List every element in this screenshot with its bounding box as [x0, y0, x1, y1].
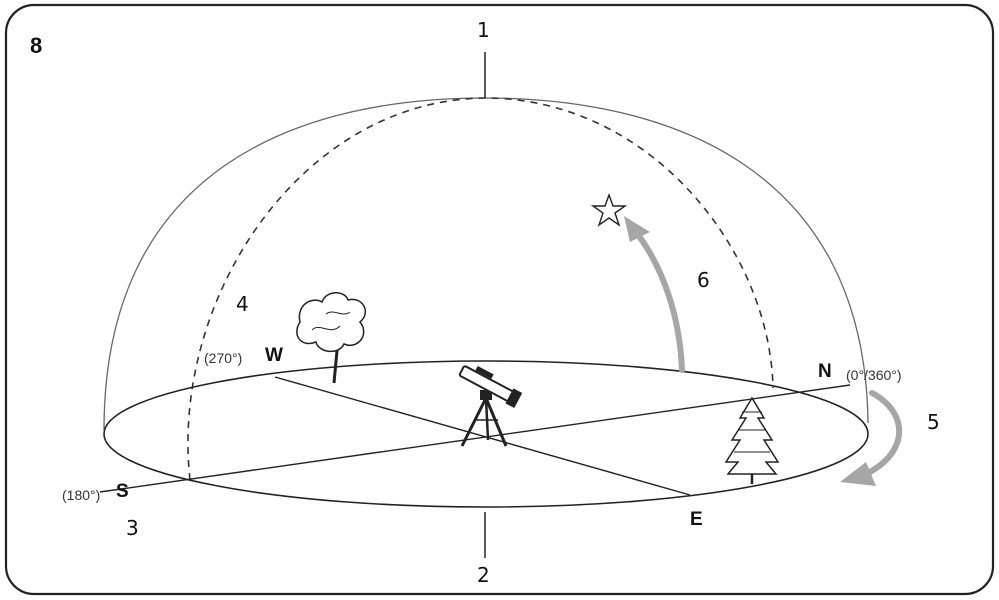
- west-degrees: (270°): [204, 350, 242, 366]
- callout-6-altitude: 6: [697, 268, 710, 292]
- azimuth-arrowhead: [840, 462, 876, 486]
- figure-frame: [6, 5, 993, 594]
- north-degrees: (0°/360°): [846, 367, 902, 383]
- east-label: E: [690, 509, 703, 531]
- star-icon: [593, 195, 625, 225]
- callout-4-meridian: 4: [236, 292, 249, 316]
- meridian-dashed-arc: [188, 98, 773, 480]
- pine-tree-icon: [726, 398, 778, 484]
- south-label: S: [116, 481, 129, 503]
- figure-number: 8: [30, 33, 42, 59]
- altitude-arrowhead: [624, 216, 650, 242]
- south-degrees: (180°): [62, 487, 100, 503]
- callout-1-zenith: 1: [477, 18, 490, 42]
- callout-5-azimuth: 5: [927, 410, 940, 434]
- west-label: W: [265, 345, 283, 367]
- altitude-arrow: [636, 232, 682, 370]
- north-label: N: [818, 361, 832, 383]
- azimuth-arrow: [870, 393, 899, 472]
- callout-2-nadir: 2: [477, 563, 490, 587]
- callout-3-south: 3: [126, 516, 139, 540]
